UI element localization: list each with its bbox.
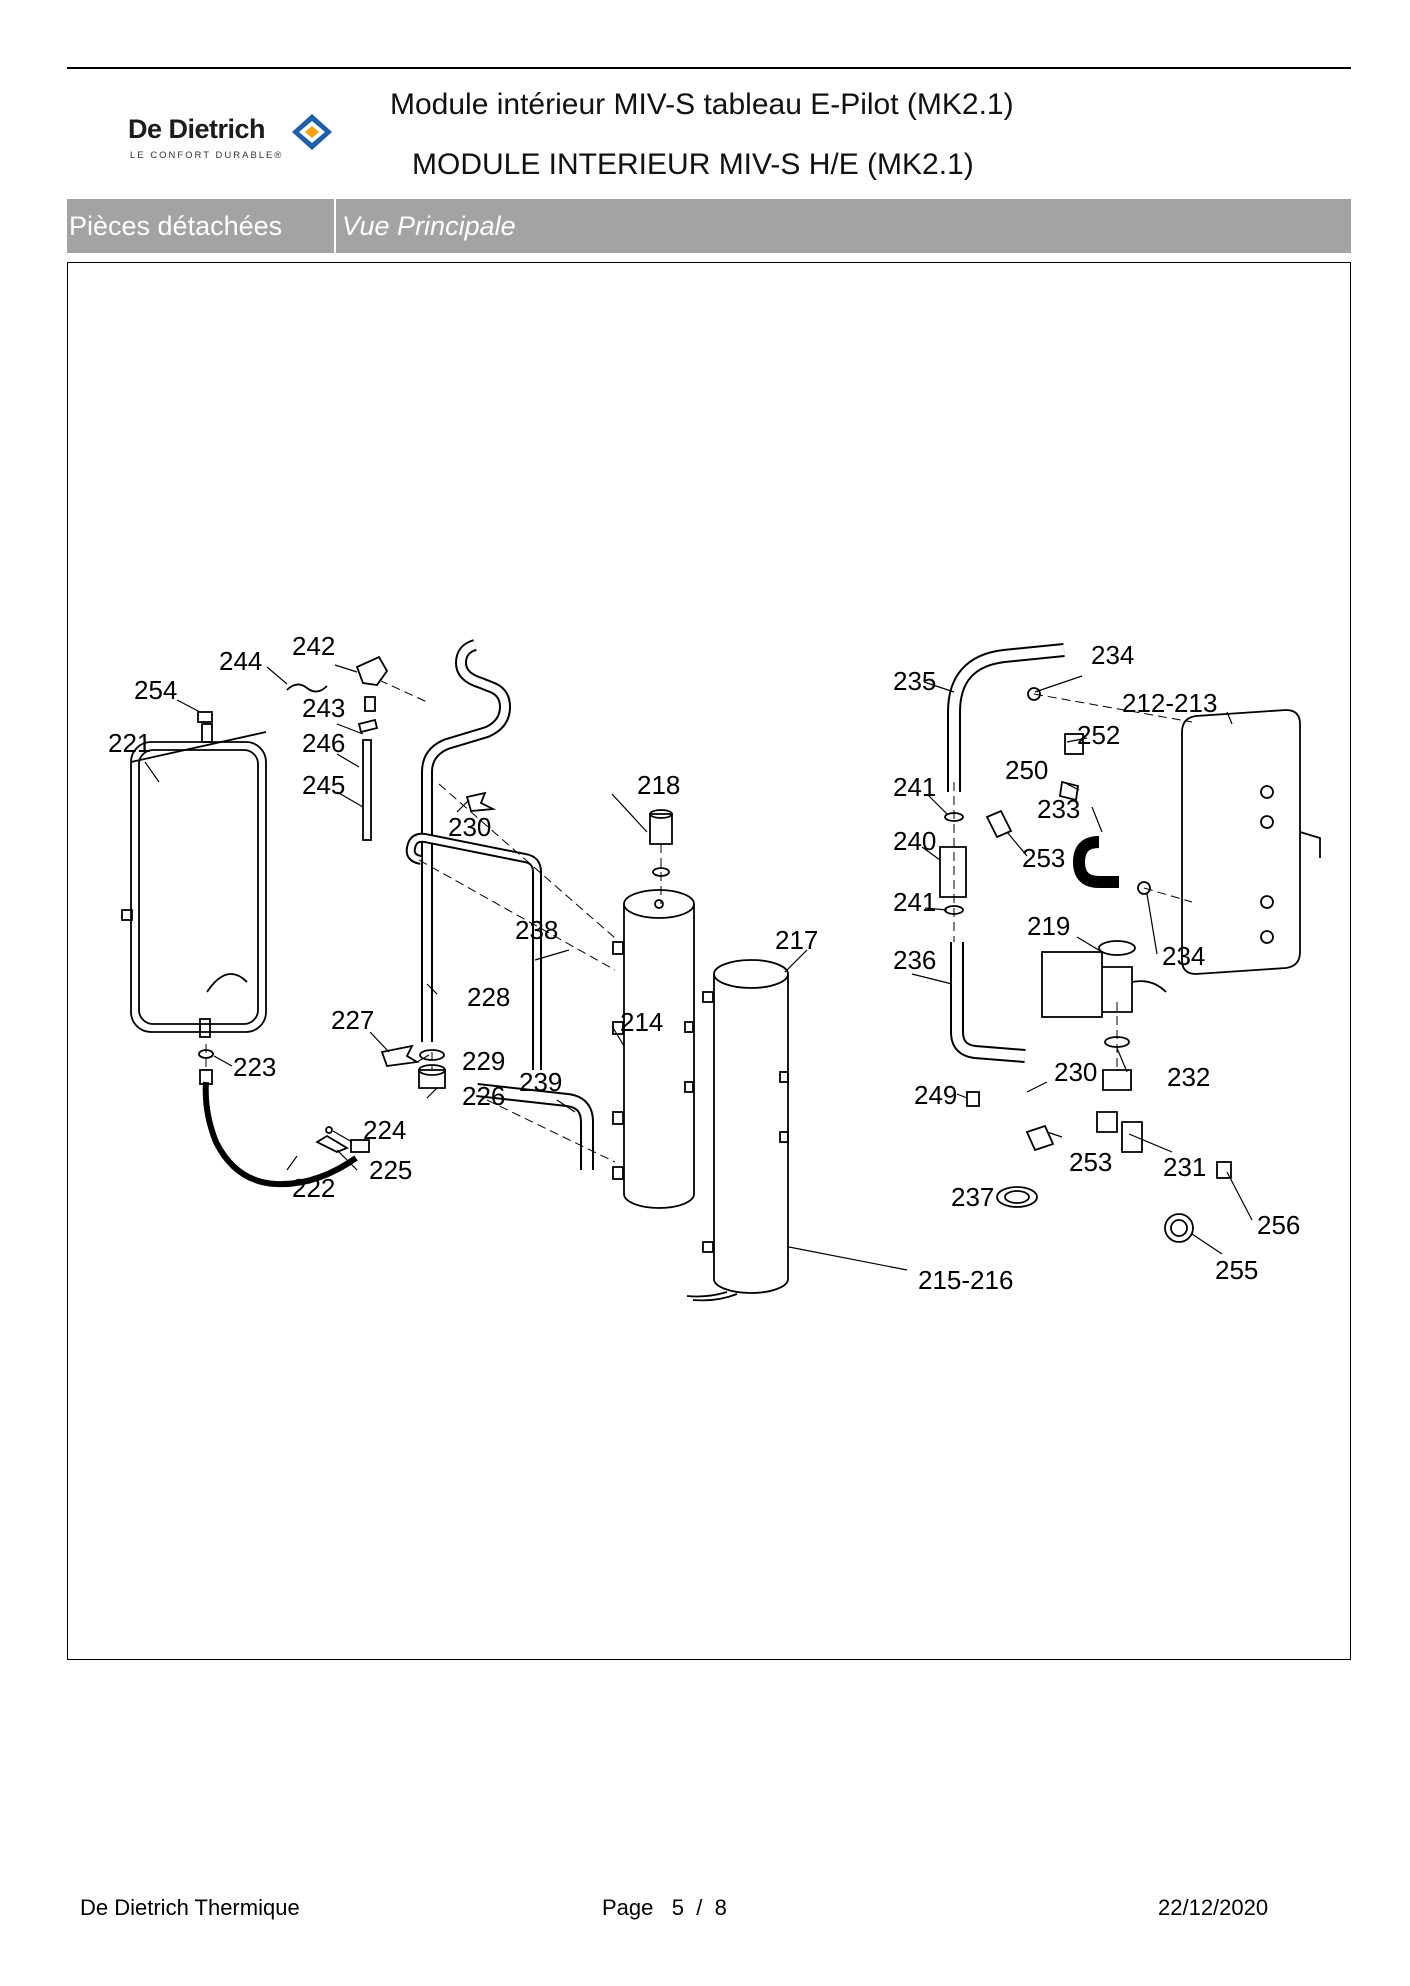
part-label: 252: [1077, 720, 1120, 750]
part-label: 215-216: [918, 1265, 1013, 1295]
diagram-frame: [67, 262, 1351, 1660]
part-label: 244: [219, 646, 262, 676]
part-label: 225: [369, 1155, 412, 1185]
footer-page: Page 5 / 8: [602, 1895, 727, 1921]
section-separator: [334, 199, 336, 253]
part-label: 234: [1162, 941, 1205, 971]
part-label: 230: [448, 812, 491, 842]
heating-cylinder-214-part: [612, 889, 695, 1209]
part-label: 218: [637, 770, 680, 800]
section-category: Pièces détachées: [69, 211, 283, 241]
part-label: 255: [1215, 1255, 1258, 1285]
footer-page-label: Page: [602, 1895, 654, 1920]
footer-page-current: 5: [671, 1895, 684, 1920]
footer-page-total: 8: [714, 1895, 727, 1920]
part-label: 236: [893, 945, 936, 975]
part-label: 230: [1054, 1057, 1097, 1087]
part-label: 241: [893, 772, 936, 802]
brand-logo: De Dietrich LE CONFORT DURABLE®: [128, 108, 348, 168]
part-label: 249: [914, 1080, 957, 1110]
part-label: 253: [1022, 843, 1065, 873]
part-label: 237: [951, 1182, 994, 1212]
part-label: 231: [1163, 1152, 1206, 1182]
footer-company: De Dietrich Thermique: [80, 1895, 300, 1920]
part-label: 238: [515, 915, 558, 945]
part-label: 246: [302, 728, 345, 758]
part-label: 226: [462, 1081, 505, 1111]
exploded-parts-diagram: 242 244 254 243 246 221 245 230 218 238 …: [108, 631, 1321, 1302]
part-label: 212-213: [1122, 688, 1217, 718]
part-label: 239: [519, 1067, 562, 1097]
part-label: 232: [1167, 1062, 1210, 1092]
part-label: 256: [1257, 1210, 1300, 1240]
part-label: 242: [292, 631, 335, 661]
page-subtitle: MODULE INTERIEUR MIV-S H/E (MK2.1): [412, 148, 974, 181]
part-label: 234: [1091, 640, 1134, 670]
part-label: 214: [620, 1007, 663, 1037]
part-label: 235: [893, 666, 936, 696]
part-label: 233: [1037, 794, 1080, 824]
section-view-name: Vue Principale: [342, 211, 516, 241]
part-label: 219: [1027, 911, 1070, 941]
part-label: 250: [1005, 755, 1048, 785]
part-label: 224: [363, 1115, 406, 1145]
flexible-hose-part: [202, 1081, 358, 1188]
expansion-vessel-part: [121, 711, 267, 1038]
part-label: 245: [302, 770, 345, 800]
part-label: 217: [775, 925, 818, 955]
part-label: 222: [292, 1173, 335, 1203]
part-label: 240: [893, 826, 936, 856]
plate-heat-exchanger-part: [1181, 709, 1321, 975]
part-label: 223: [233, 1052, 276, 1082]
brand-name: De Dietrich: [128, 114, 266, 144]
top-rule: [67, 67, 1351, 69]
part-label: 227: [331, 1005, 374, 1035]
logo-diamond-icon: [292, 114, 332, 150]
part-label: 221: [108, 728, 151, 758]
circulator-pump-219-part: [1041, 940, 1167, 1018]
part-label: 241: [893, 887, 936, 917]
brand-tagline: LE CONFORT DURABLE®: [130, 150, 284, 161]
footer-page-separator: /: [696, 1895, 703, 1920]
section-bar: Pièces détachées Vue Principale: [67, 199, 1351, 253]
part-label: 229: [462, 1046, 505, 1076]
part-label: 254: [134, 675, 177, 705]
part-label: 253: [1069, 1147, 1112, 1177]
part-label: 228: [467, 982, 510, 1012]
footer-date: 22/12/2020: [1158, 1895, 1269, 1920]
electric-heater-215-part: [686, 959, 789, 1302]
part-label: 243: [302, 693, 345, 723]
page-title: Module intérieur MIV-S tableau E-Pilot (…: [390, 88, 1014, 121]
